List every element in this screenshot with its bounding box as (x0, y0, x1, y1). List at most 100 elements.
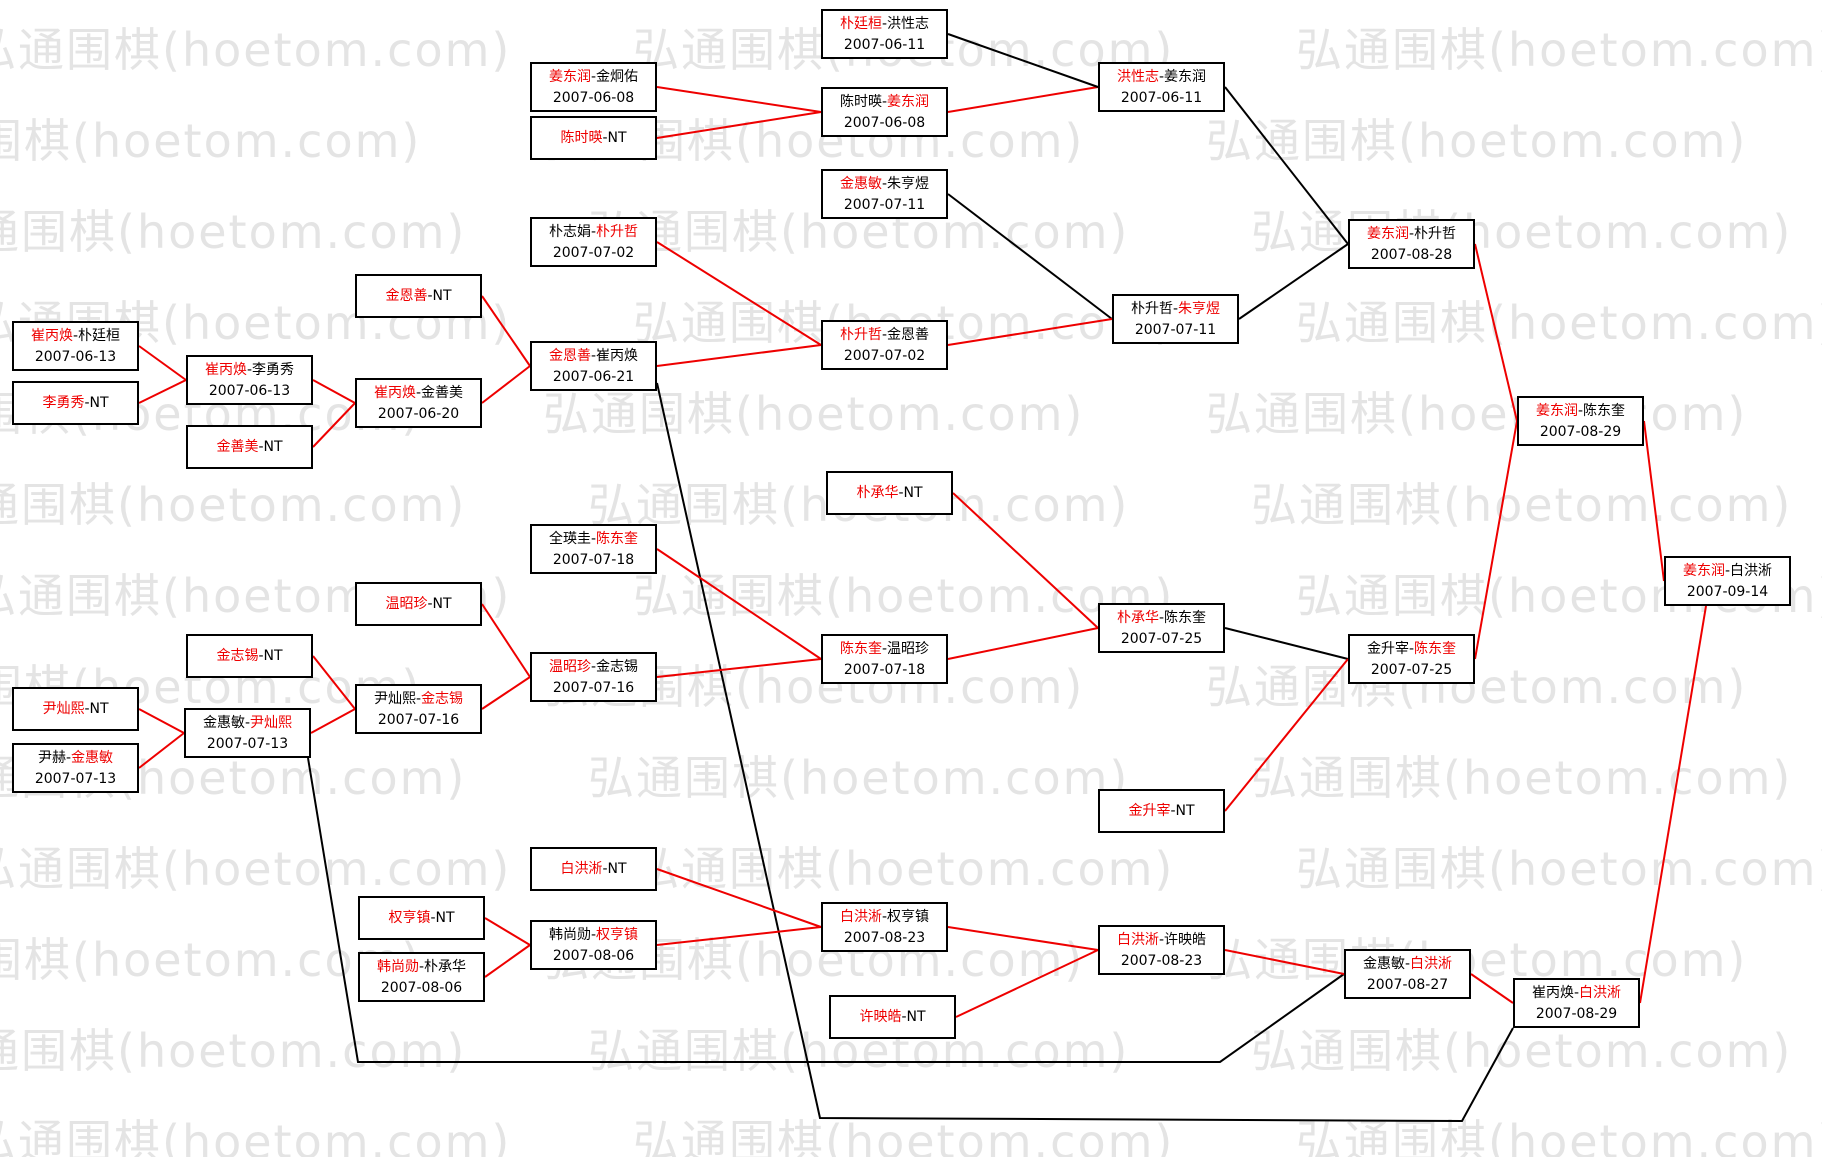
winner-path-line (656, 111, 822, 139)
nt-label: NT (263, 647, 283, 664)
pairing-hyphen: - (65, 749, 72, 766)
player-name: 崔丙焕 (596, 347, 639, 364)
winner-path-line (1470, 973, 1514, 1004)
pairing-hyphen: - (1158, 931, 1165, 948)
pairing-hyphen: - (1408, 640, 1415, 657)
watermark-text: 弘通围棋(hoetom.com) (1251, 1024, 1793, 1078)
player-name: 权亨镇 (887, 908, 930, 925)
player-name: 白洪淅 (560, 860, 603, 877)
match-date: 2007-07-16 (552, 679, 635, 696)
player-name: 姜东润 (1535, 402, 1578, 419)
match-pairing: 尹灿熙-金志锡 (374, 689, 463, 710)
winner-path-line (484, 917, 531, 946)
winner-path-line (656, 241, 822, 346)
winner-path-line (947, 627, 1099, 660)
player-name: 陈时暎 (839, 93, 882, 110)
player-name: 白洪淅 (839, 908, 882, 925)
match-pairing: 姜东润-陈东奎 (1536, 401, 1625, 422)
bye-box: 金志锡-NT (186, 634, 313, 678)
nt-label: NT (435, 909, 455, 926)
match-pairing: 尹灿熙-NT (42, 699, 108, 720)
bye-box: 金善美-NT (186, 425, 313, 469)
bye-box: 温昭珍-NT (355, 582, 482, 626)
pairing-hyphen: - (1577, 402, 1584, 419)
match-pairing: 韩尚勋-朴承华 (377, 957, 466, 978)
pairing-hyphen: - (881, 908, 888, 925)
winner-path-line (656, 344, 822, 367)
match-pairing: 崔丙焕-朴廷桓 (31, 326, 120, 347)
player-name: 权亨镇 (596, 926, 639, 943)
match-date: 2007-06-13 (34, 348, 117, 365)
player-name: 姜东润 (548, 68, 591, 85)
match-pairing: 姜东润-金炯佑 (549, 67, 638, 88)
pairing-hyphen: - (590, 223, 597, 240)
player-name: 朴升哲 (1414, 225, 1457, 242)
match-pairing: 金惠敏-白洪淅 (1363, 954, 1452, 975)
player-name: 许映皓 (859, 1008, 902, 1025)
bye-box: 许映皓-NT (829, 995, 956, 1039)
winner-path-line (481, 365, 531, 404)
player-name: 朴廷桓 (78, 327, 121, 344)
player-name: 韩尚勋 (548, 926, 591, 943)
player-name: 权亨镇 (388, 909, 431, 926)
match-pairing: 温昭珍-NT (385, 594, 451, 615)
match-date: 2007-08-06 (380, 979, 463, 996)
player-name: 温昭珍 (548, 658, 591, 675)
winner-path-line (481, 676, 531, 710)
match-date: 2007-07-18 (843, 661, 926, 678)
nt-label: NT (263, 438, 283, 455)
pairing-hyphen: - (418, 958, 425, 975)
match-pairing: 朴升哲-朱亨煜 (1131, 299, 1220, 320)
winner-path-line (481, 295, 531, 367)
player-name: 尹灿熙 (42, 700, 85, 717)
winner-path-line (947, 86, 1099, 113)
player-name: 朴志娟 (548, 223, 591, 240)
watermark-text: 弘通围棋(hoetom.com) (0, 842, 512, 896)
winner-path-line (312, 379, 356, 404)
match-pairing: 韩尚勋-权亨镇 (549, 925, 638, 946)
nt-label: NT (1175, 802, 1195, 819)
match-pairing: 陈东奎-温昭珍 (840, 639, 929, 660)
watermark-text: 弘通围棋(hoetom.com) (0, 114, 422, 168)
watermark-text: 弘通围棋(hoetom.com) (1296, 842, 1822, 896)
winner-path-line (1643, 420, 1665, 582)
pairing-hyphen: - (898, 484, 904, 501)
match-pairing: 许映皓-NT (859, 1007, 925, 1028)
match-pairing: 金恩善-NT (385, 286, 451, 307)
loser-path-line (947, 33, 1099, 88)
match-pairing: 金升宰-NT (1128, 801, 1194, 822)
watermark-text: 弘通围棋(hoetom.com) (633, 1115, 1175, 1157)
pairing-hyphen: - (1573, 984, 1580, 1001)
winner-path-line (1474, 243, 1518, 422)
match-pairing: 权亨镇-NT (388, 908, 454, 929)
pairing-hyphen: - (415, 690, 422, 707)
player-name: 姜东润 (887, 93, 930, 110)
player-name: 李勇秀 (42, 394, 85, 411)
player-name: 金恩善 (548, 347, 591, 364)
match-date: 2007-07-18 (552, 551, 635, 568)
player-name: 全瑛圭 (548, 530, 591, 547)
player-name: 白洪淅 (1116, 931, 1159, 948)
winner-path-line (481, 603, 531, 678)
match-pairing: 金升宰-陈东奎 (1367, 639, 1456, 660)
winner-path-line (656, 548, 822, 660)
player-name: 陈东奎 (1414, 640, 1457, 657)
pairing-hyphen: - (72, 327, 79, 344)
loser-path-line (307, 757, 1345, 1063)
winner-path-line (484, 944, 531, 978)
player-name: 崔丙焕 (30, 327, 73, 344)
match-date: 2007-09-14 (1686, 583, 1769, 600)
pairing-hyphen: - (258, 647, 264, 664)
player-name: 朱亨煜 (887, 175, 930, 192)
